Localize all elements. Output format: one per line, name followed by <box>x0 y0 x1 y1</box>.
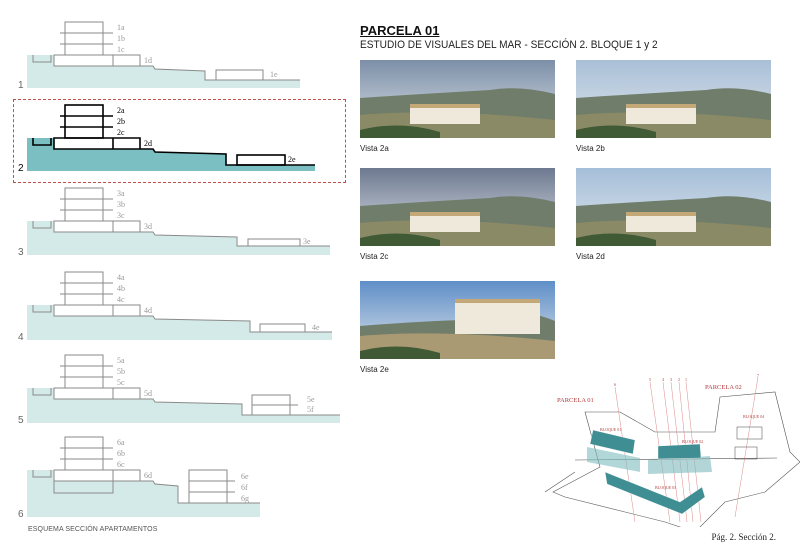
section-1: 1a 1b 1c 1d 1e 1 <box>18 21 300 91</box>
tower-block <box>64 104 104 139</box>
section-line-label: 6 <box>614 382 616 387</box>
plan-label-bloque-01: BLOQUE 01 <box>600 427 621 432</box>
section-label: 6f <box>241 483 248 492</box>
view-caption: Vista 2a <box>360 144 389 153</box>
section-line-label: 2 <box>678 377 680 382</box>
section-label: 1e <box>270 70 278 79</box>
lower-block <box>259 323 306 333</box>
view-photo-5 <box>360 281 555 359</box>
ground-fill <box>27 138 315 171</box>
view-caption: Vista 2b <box>576 144 605 153</box>
lower-block <box>247 238 301 247</box>
section-label: 6b <box>117 449 125 458</box>
section-line-label: 5 <box>649 377 651 382</box>
ground-fill <box>27 221 330 255</box>
section-label: 4d <box>144 306 152 315</box>
section-label: 3d <box>144 222 152 231</box>
view-caption: Vista 2e <box>360 365 389 374</box>
section-6: 6a 6b 6c 6d 6e 6f 6g 6 <box>18 436 260 520</box>
page-number: Pág. 2. Sección 2. <box>711 532 777 542</box>
plan-label-parcela-01: PARCELA 01 <box>557 397 594 404</box>
section-label: 3e <box>303 237 311 246</box>
section-line-label: 3 <box>670 377 672 382</box>
section-label: 6e <box>241 472 249 481</box>
view-photo-2 <box>576 60 771 138</box>
section-number: 5 <box>18 415 24 426</box>
section-label: 6g <box>241 494 249 503</box>
section-label: 6c <box>117 460 125 469</box>
tower-block <box>64 354 104 389</box>
sections-caption: ESQUEMA SECCIÓN APARTAMENTOS <box>28 526 158 533</box>
section-label: 1c <box>117 45 125 54</box>
section-number: 6 <box>18 509 24 520</box>
plan-label-bloque-03: BLOQUE 03 <box>655 485 676 490</box>
ground-fill <box>27 305 332 340</box>
section-label: 1d <box>144 56 152 65</box>
lower-block <box>188 469 228 504</box>
section-2: 2a 2b 2c 2d 2e 2 <box>18 104 315 174</box>
section-line-label: 4 <box>662 377 664 382</box>
section-3: 3a 3b 3c 3d 3e 3 <box>18 187 330 258</box>
view-photo-3 <box>360 168 555 246</box>
tower-block <box>64 21 104 56</box>
lower-block <box>215 69 264 81</box>
section-label: 2e <box>288 155 296 164</box>
view-photo-4 <box>576 168 771 246</box>
lower-block <box>236 154 286 166</box>
ground-fill <box>27 470 260 517</box>
section-label: 2c <box>117 128 125 137</box>
tower-block <box>64 271 104 306</box>
section-label: 3b <box>117 200 125 209</box>
section-label: 4a <box>117 273 125 282</box>
section-line-label: 7 <box>757 373 759 378</box>
view-photo-1 <box>360 60 555 138</box>
section-number: 2 <box>18 163 24 174</box>
section-label: 5d <box>144 389 152 398</box>
view-caption: Vista 2d <box>576 252 605 261</box>
view-caption: Vista 2c <box>360 252 389 261</box>
section-label: 5a <box>117 356 125 365</box>
section-label: 5c <box>117 378 125 387</box>
section-label: 4c <box>117 295 125 304</box>
section-label: 1a <box>117 23 125 32</box>
section-label: 6d <box>144 471 152 480</box>
section-label: 4e <box>312 323 320 332</box>
plan-label-parcela-02: PARCELA 02 <box>705 384 742 391</box>
ground-fill <box>27 55 300 88</box>
section-label: 6a <box>117 438 125 447</box>
plan-label-bloque-02: BLOQUE 02 <box>682 439 703 444</box>
site-plan: PARCELA 01 PARCELA 02 BLOQUE 01 BLOQUE 0… <box>545 373 800 527</box>
section-label: 5f <box>307 405 314 414</box>
section-label: 2b <box>117 117 125 126</box>
highlight-frame-section-2 <box>13 99 346 183</box>
section-label: 2d <box>144 139 152 148</box>
section-label: 3c <box>117 211 125 220</box>
section-label: 2a <box>117 106 125 115</box>
section-number: 4 <box>18 332 24 343</box>
section-number: 3 <box>18 247 24 258</box>
tower-block <box>64 187 104 222</box>
section-label: 5e <box>307 395 315 404</box>
section-4: 4a 4b 4c 4d 4e 4 <box>18 271 332 343</box>
section-label: 3a <box>117 189 125 198</box>
ground-fill <box>27 388 340 423</box>
tower-block <box>64 436 104 471</box>
section-label: 1b <box>117 34 125 43</box>
plan-label-bloque-04: BLOQUE 04 <box>743 414 764 419</box>
section-line-label: 1 <box>685 377 687 382</box>
section-number: 1 <box>18 80 24 91</box>
section-label: 5b <box>117 367 125 376</box>
apartment-sections-schema: 1a1b1c1d1e12a2b2c2d2e23a3b3c3d3e34a4b4c4… <box>18 21 340 520</box>
page-subtitle: ESTUDIO DE VISUALES DEL MAR - SECCIÓN 2.… <box>360 39 658 51</box>
page-title: PARCELA 01 <box>360 23 440 38</box>
section-label: 4b <box>117 284 125 293</box>
